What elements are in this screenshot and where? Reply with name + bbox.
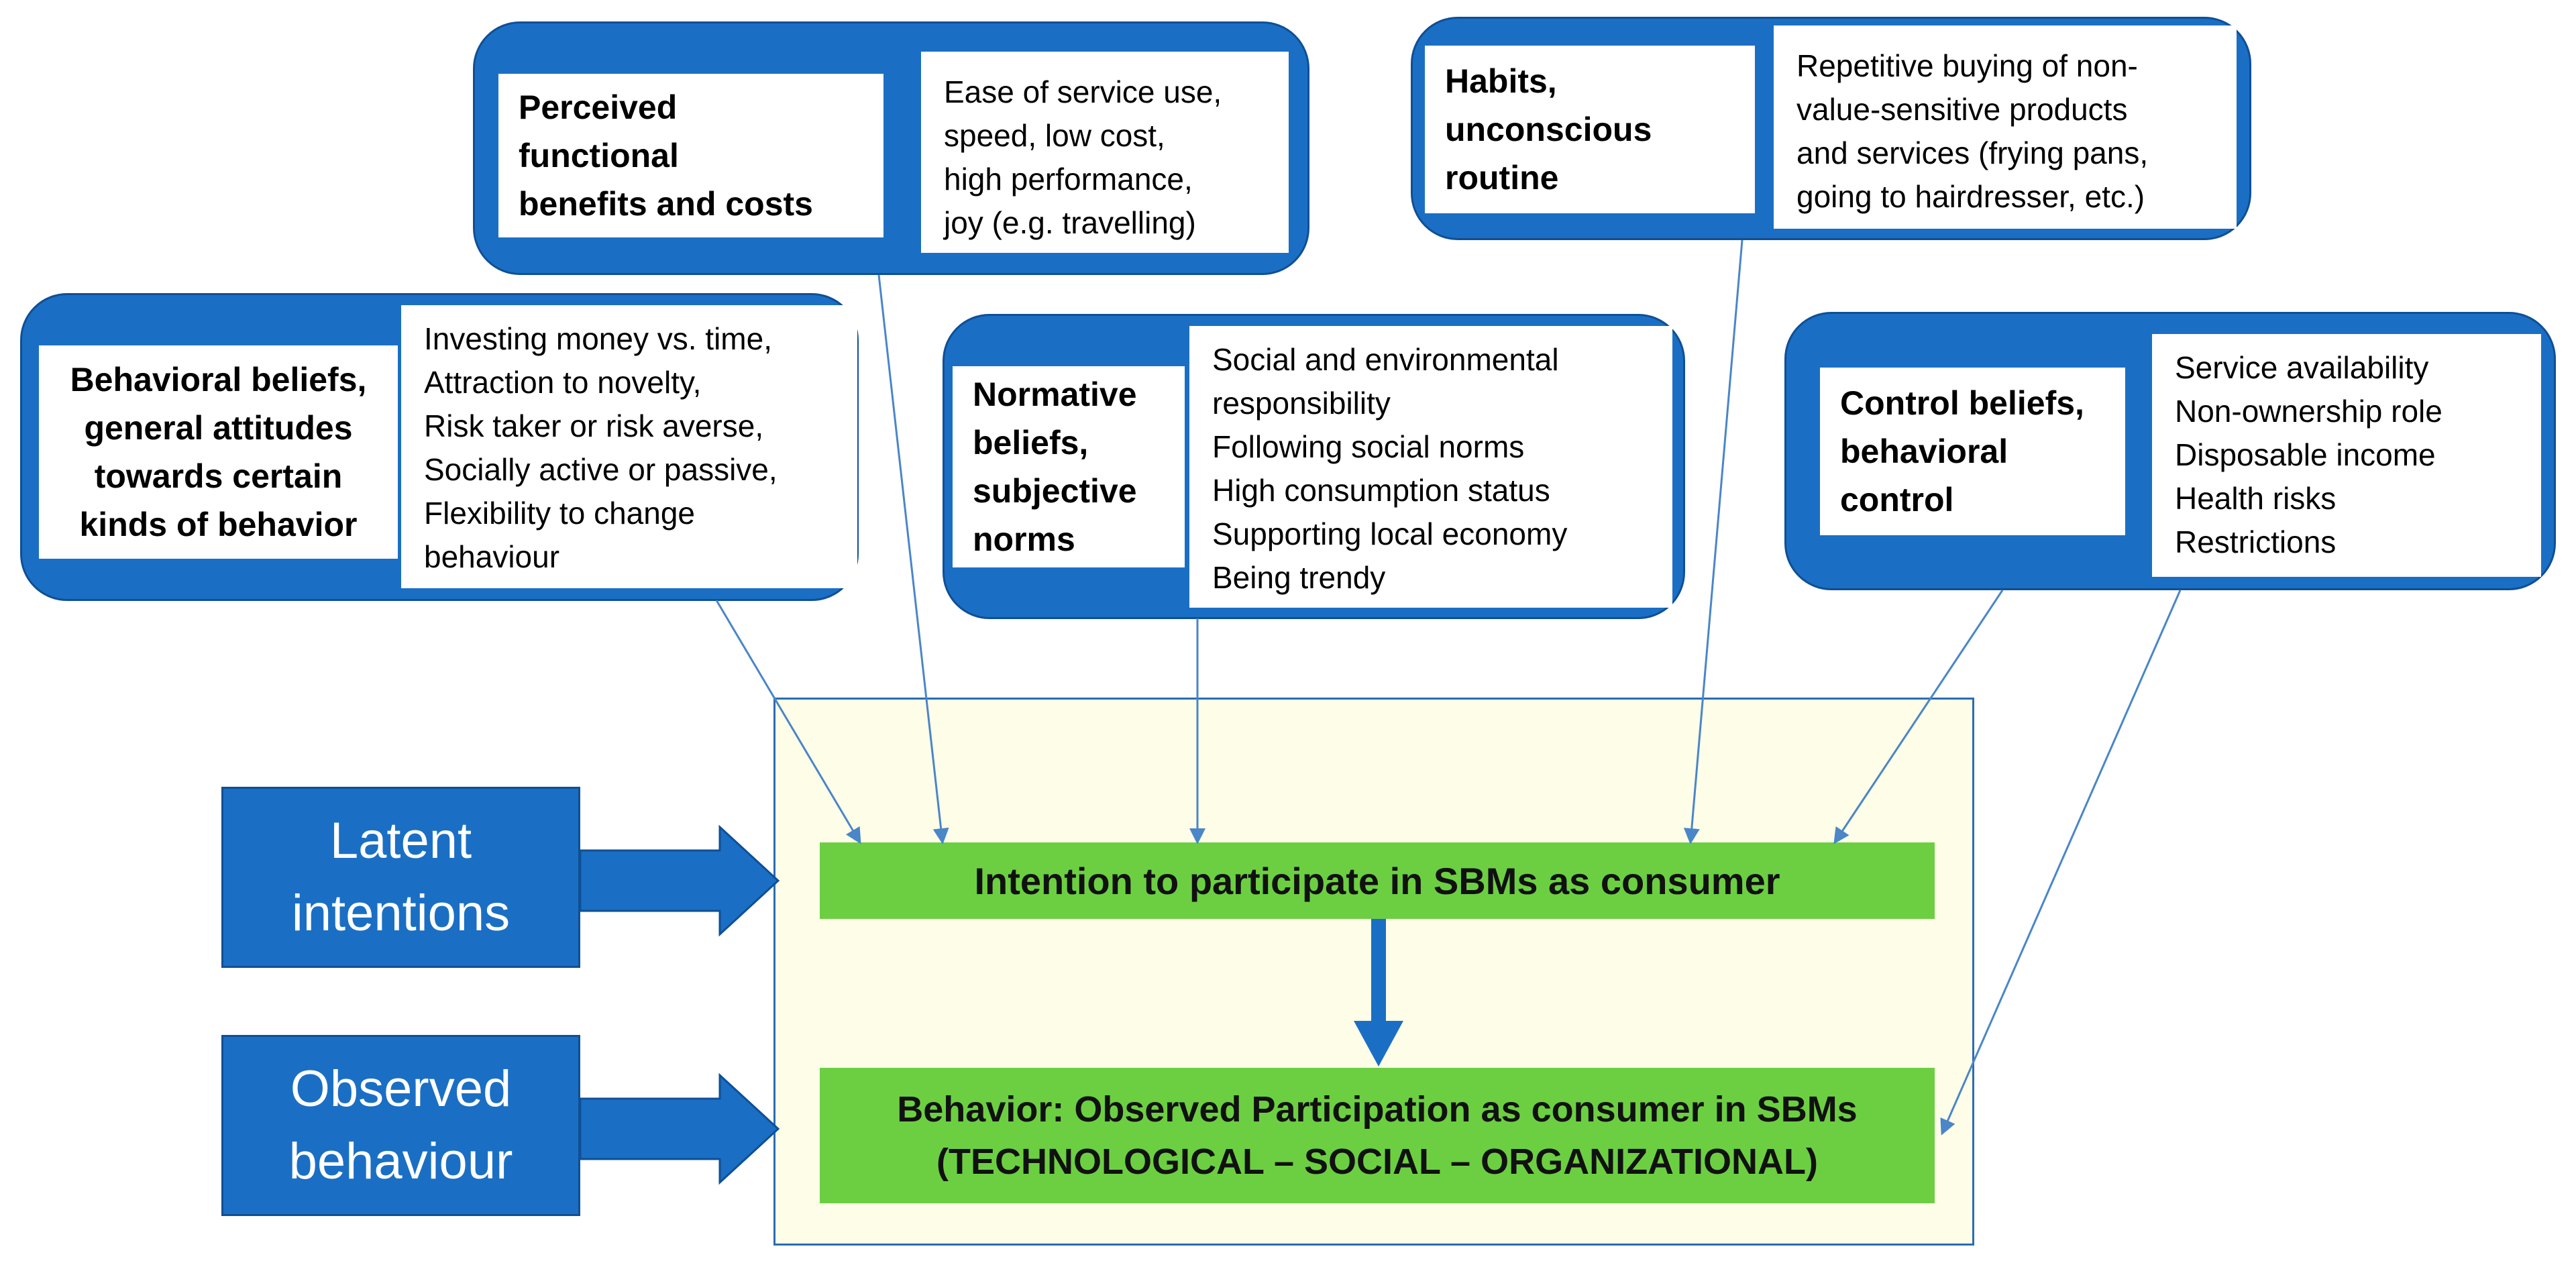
connector-behavioral xyxy=(715,600,861,844)
factor-title-normative: Normative beliefs, subjective norms xyxy=(953,366,1185,567)
intention-to-behavior-shaft xyxy=(1371,919,1386,1023)
detail-line: Risk taker or risk averse, xyxy=(424,408,764,443)
detail-line: Following social norms xyxy=(1212,429,1525,464)
detail-line: Non-ownership role xyxy=(2175,394,2443,429)
connector-habits xyxy=(1683,239,1743,844)
intention-label: Intention to participate in SBMs as cons… xyxy=(974,859,1780,902)
detail-line: speed, low cost, xyxy=(944,118,1165,153)
behavior-box: Behavior: Observed Participation as cons… xyxy=(820,1068,1935,1203)
factor-details-perceived: Ease of service use, speed, low cost, hi… xyxy=(921,52,1289,253)
behavior-label-line1: Behavior: Observed Participation as cons… xyxy=(897,1089,1858,1130)
observed-behaviour-label: Observed behaviour xyxy=(221,1035,580,1216)
intention-box: Intention to participate in SBMs as cons… xyxy=(820,842,1935,919)
factor-panel-normative: Normative beliefs, subjective norms Soci… xyxy=(943,314,1685,619)
observed-to-behavior-arrow xyxy=(579,1072,780,1185)
factor-panel-perceived: Perceived functional benefits and costs … xyxy=(473,21,1309,275)
detail-line: high performance, xyxy=(944,162,1193,197)
detail-line: Flexibility to change xyxy=(424,496,695,531)
detail-line: Investing money vs. time, xyxy=(424,321,772,356)
detail-line: Supporting local economy xyxy=(1212,516,1568,551)
factor-details-behavioral: Investing money vs. time, Attraction to … xyxy=(401,305,857,588)
detail-line: behaviour xyxy=(424,539,560,574)
factor-panel-behavioral: Behavioral beliefs, general attitudes to… xyxy=(20,293,859,601)
detail-line: going to hairdresser, etc.) xyxy=(1796,179,2145,214)
latent-to-intention-arrow xyxy=(579,824,780,937)
detail-line: value-sensitive products xyxy=(1796,92,2128,127)
factor-panel-habits: Habits, unconscious routine Repetitive b… xyxy=(1411,17,2251,240)
behavior-label-line2: (TECHNOLOGICAL – SOCIAL – ORGANIZATIONAL… xyxy=(936,1142,1818,1182)
detail-line: Repetitive buying of non- xyxy=(1796,48,2138,83)
factor-details-habits: Repetitive buying of non- value-sensitiv… xyxy=(1774,25,2237,229)
connector-perceived xyxy=(877,274,949,844)
factor-details-normative: Social and environmental responsibility … xyxy=(1189,326,1672,608)
factor-title-control: Control beliefs, behavioral control xyxy=(1820,368,2125,535)
detail-line: Socially active or passive, xyxy=(424,452,777,487)
detail-line: Ease of service use, xyxy=(944,74,1222,109)
factor-title-habits: Habits, unconscious routine xyxy=(1425,46,1755,213)
factor-title-perceived: Perceived functional benefits and costs xyxy=(498,74,883,237)
detail-line: Restrictions xyxy=(2175,525,2337,559)
factor-title-behavioral: Behavioral beliefs, general attitudes to… xyxy=(39,345,398,559)
detail-line: joy (e.g. travelling) xyxy=(944,205,1196,240)
connector-control-intention xyxy=(1833,590,2004,844)
connector-control-behavior xyxy=(1940,590,2182,1136)
detail-line: Being trendy xyxy=(1212,560,1386,595)
intention-to-behavior-head xyxy=(1354,1021,1403,1066)
latent-intentions-label: Latent intentions xyxy=(221,787,580,968)
detail-line: and services (frying pans, xyxy=(1796,135,2149,170)
detail-line: Social and environmental xyxy=(1212,342,1559,377)
detail-line: Health risks xyxy=(2175,481,2337,516)
factor-details-control: Service availability Non-ownership role … xyxy=(2152,334,2541,577)
detail-line: responsibility xyxy=(1212,386,1391,421)
detail-line: High consumption status xyxy=(1212,473,1550,508)
detail-line: Service availability xyxy=(2175,350,2429,385)
factor-panel-control: Control beliefs, behavioral control Serv… xyxy=(1784,312,2556,590)
detail-line: Attraction to novelty, xyxy=(424,365,702,400)
detail-line: Disposable income xyxy=(2175,437,2436,472)
